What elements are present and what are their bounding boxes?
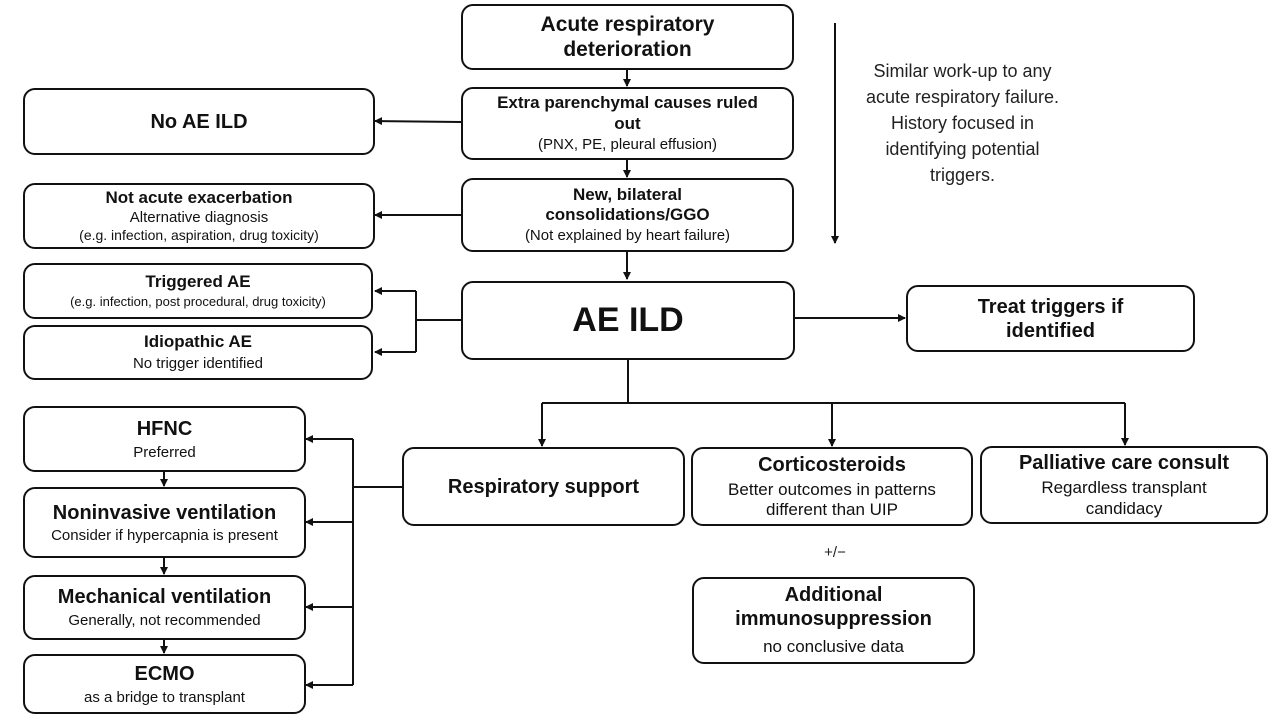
node-subtitle: Alternative diagnosis xyxy=(129,208,269,226)
node-respiratory-support: Respiratory support xyxy=(402,447,685,526)
node-subtitle: Regardless transplant candidacy xyxy=(1041,478,1207,518)
node-title: Mechanical ventilation xyxy=(57,586,272,608)
node-subtitle: Preferred xyxy=(133,443,196,461)
node-title: HFNC xyxy=(136,417,193,440)
node-title: Idiopathic AE xyxy=(144,332,252,352)
node-ae-ild: AE ILD xyxy=(461,281,795,360)
node-hfnc: HFNC Preferred xyxy=(23,406,306,472)
node-subtitle: No trigger identified xyxy=(132,354,264,372)
node-subtitle: Better outcomes in patterns different th… xyxy=(728,479,936,519)
node-title: AE ILD xyxy=(572,301,684,340)
node-new-bilateral: New, bilateral consolidations/GGO (Not e… xyxy=(461,178,794,252)
node-title: ECMO xyxy=(134,662,195,685)
node-title: Palliative care consult xyxy=(1018,452,1230,475)
node-title: Acute respiratory deterioration xyxy=(540,12,715,61)
node-mechanical-ventilation: Mechanical ventilation Generally, not re… xyxy=(23,575,306,640)
node-title: No AE ILD xyxy=(150,110,248,133)
node-subtitle: (Not explained by heart failure) xyxy=(524,227,731,245)
node-title: New, bilateral consolidations/GGO xyxy=(545,184,710,224)
node-noninvasive-ventilation: Noninvasive ventilation Consider if hype… xyxy=(23,487,306,558)
arrow-extra-to-noae xyxy=(374,117,462,126)
node-no-ae-ild: No AE ILD xyxy=(23,88,375,155)
node-subtitle: Consider if hypercapnia is present xyxy=(51,526,278,544)
node-acute-respiratory-deterioration: Acute respiratory deterioration xyxy=(461,4,794,70)
node-subtitle-2: (e.g. infection, aspiration, drug toxici… xyxy=(79,226,319,243)
node-subtitle: (PNX, PE, pleural effusion) xyxy=(538,135,717,153)
node-title: Extra parenchymal causes ruled out xyxy=(497,93,758,133)
bracket-resp-to-modes xyxy=(352,439,402,685)
node-ecmo: ECMO as a bridge to transplant xyxy=(23,654,306,714)
node-title: Triggered AE xyxy=(145,272,251,291)
node-title: Respiratory support xyxy=(447,475,640,498)
bracket-aeild-to-types xyxy=(415,291,461,352)
node-title: Additional immunosuppression xyxy=(735,584,932,631)
node-idiopathic-ae: Idiopathic AE No trigger identified xyxy=(23,325,373,380)
node-subtitle: (e.g. infection, post procedural, drug t… xyxy=(70,294,326,310)
node-corticosteroids: Corticosteroids Better outcomes in patte… xyxy=(691,447,973,526)
node-title: Treat triggers if identified xyxy=(977,295,1124,342)
node-not-acute-exacerbation: Not acute exacerbation Alternative diagn… xyxy=(23,183,375,249)
node-title: Corticosteroids xyxy=(758,453,906,476)
branch-aeild-down xyxy=(542,359,1125,404)
node-palliative-care: Palliative care consult Regardless trans… xyxy=(980,446,1268,524)
node-subtitle: no conclusive data xyxy=(763,637,904,657)
node-title: Noninvasive ventilation xyxy=(52,501,277,524)
node-triggered-ae: Triggered AE (e.g. infection, post proce… xyxy=(23,263,373,319)
node-extra-parenchymal: Extra parenchymal causes ruled out (PNX,… xyxy=(461,87,794,160)
node-subtitle: Generally, not recommended xyxy=(68,612,261,629)
plus-minus-label: +/− xyxy=(824,544,846,561)
node-additional-immunosuppression: Additional immunosuppression no conclusi… xyxy=(692,577,975,664)
node-subtitle: as a bridge to transplant xyxy=(84,688,245,706)
workup-annotation: Similar work-up to any acute respiratory… xyxy=(865,61,1060,185)
node-title: Not acute exacerbation xyxy=(105,188,293,208)
node-treat-triggers: Treat triggers if identified xyxy=(906,285,1195,352)
